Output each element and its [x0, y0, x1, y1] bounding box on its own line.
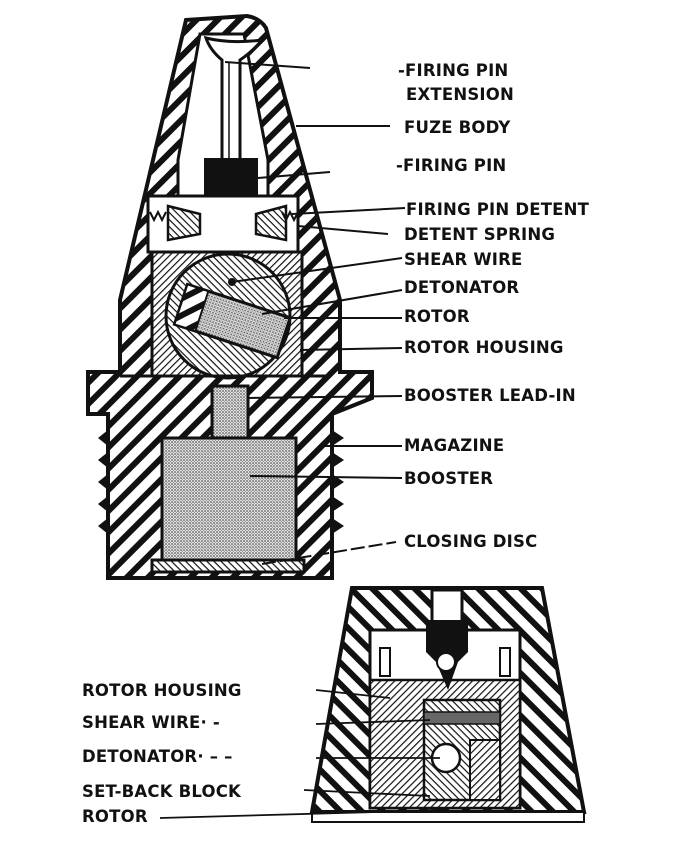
firing-pin-detent — [166, 204, 288, 242]
label-detail-detonator: DETONATOR· – – — [82, 747, 233, 766]
label-firing-pin-extension-line2: EXTENSION — [406, 85, 514, 104]
label-firing-pin-extension: -FIRING PIN — [398, 61, 509, 80]
detail-cross-section — [309, 586, 587, 823]
label-set-back-block: SET-BACK BLOCK — [82, 782, 242, 801]
detent-spring — [149, 209, 299, 223]
label-rotor: ROTOR — [404, 307, 470, 326]
booster — [160, 436, 298, 562]
label-booster: BOOSTER — [404, 469, 494, 488]
detail-rotor — [469, 739, 501, 801]
label-firing-pin-detent: FIRING PIN DETENT — [406, 200, 590, 219]
label-firing-pin: -FIRING PIN — [396, 156, 507, 175]
firing-pin-extension — [203, 35, 266, 188]
threads — [98, 430, 344, 534]
detail-shear-wire — [423, 711, 501, 725]
detonator — [172, 282, 293, 360]
leader-lines-bottom — [159, 689, 449, 819]
label-shear-wire: SHEAR WIRE — [404, 250, 523, 269]
label-detonator: DETONATOR — [404, 278, 520, 297]
label-detail-rotor-housing: ROTOR HOUSING — [82, 681, 242, 700]
label-detail-rotor: ROTOR — [82, 807, 148, 826]
booster-lead-in — [210, 384, 250, 442]
label-booster-lead-in: BOOSTER LEAD-IN — [404, 386, 576, 405]
label-closing-disc: CLOSING DISC — [404, 532, 538, 551]
label-detent-spring: DETENT SPRING — [404, 225, 556, 244]
label-magazine: MAGAZINE — [404, 436, 505, 455]
label-detail-shear-wire: SHEAR WIRE· - — [82, 713, 220, 732]
label-rotor-housing: ROTOR HOUSING — [404, 338, 564, 357]
label-fuze-body: FUZE BODY — [404, 118, 511, 137]
fuze-cross-section — [86, 13, 374, 580]
leader-lines-top — [224, 61, 406, 565]
